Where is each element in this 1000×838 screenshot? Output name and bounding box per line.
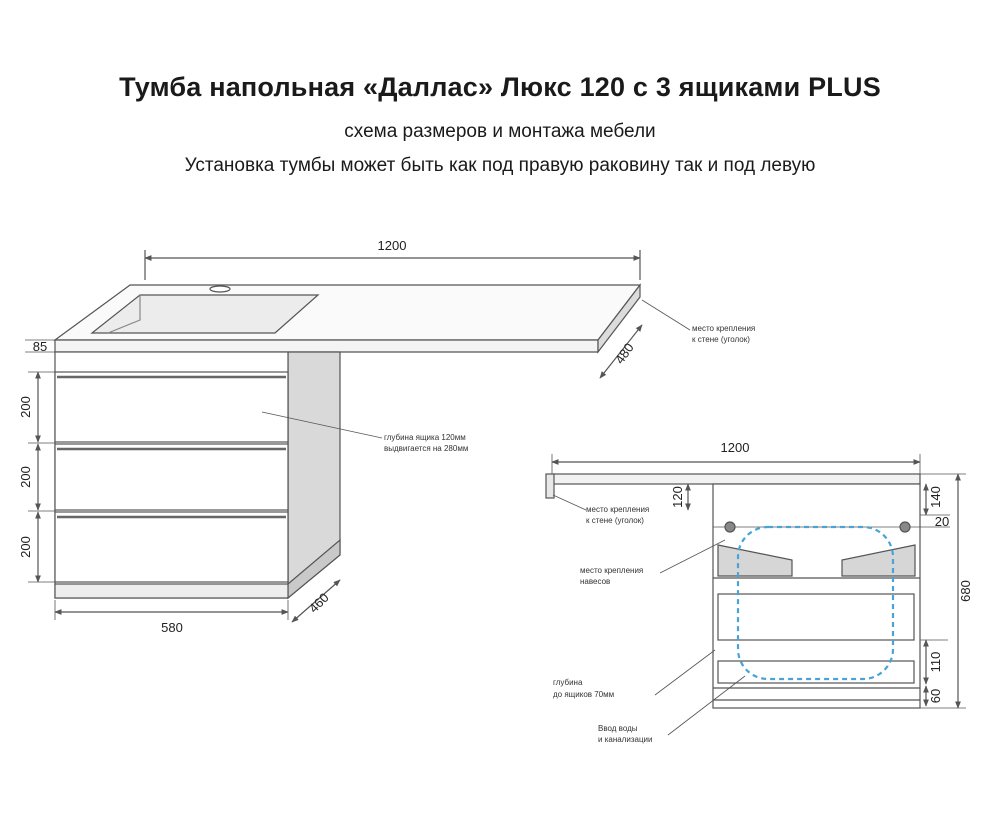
installation-note: Установка тумбы может быть как под праву… [184,155,816,176]
siphon-left [717,544,793,577]
page-subtitle: схема размеров и монтажа мебели [344,121,656,142]
note-drawer-depth-right-1: глубина [553,678,583,687]
sink-basin [90,294,320,334]
page-title: Тумба напольная «Даллас» Люкс 120 с 3 ящ… [119,72,881,102]
dim-drawer-3: 200 [18,536,33,558]
front-drawer-top [717,593,915,641]
drawer-3 [54,511,289,583]
dim-120: 120 [670,486,685,508]
sink-outline [736,525,895,681]
note-hinge-mount-1: место крепления [580,566,643,575]
note-wall-mount-left-2: к стене (уголок) [692,335,750,344]
drawer-1 [54,371,289,443]
countertop-front [54,339,599,353]
note-wall-mount-left-1: место крепления [692,324,755,333]
note-wall-mount-right-1: место крепления [586,505,649,514]
dim-width-left: 1200 [378,238,407,253]
note-hinge-mount-2: навесов [580,577,610,586]
dim-countertop-thickness: 85 [33,339,47,354]
front-countertop [551,473,921,485]
note-drawer-depth-left-1: глубина ящика 120мм [384,433,466,442]
dim-drawer-1: 200 [18,396,33,418]
plinth [54,583,289,599]
note-wall-mount-right-2: к стене (уголок) [586,516,644,525]
dim-140: 140 [928,486,943,508]
dim-60: 60 [928,689,943,703]
dim-countertop-depth: 480 [612,340,637,366]
siphon-right [841,544,916,577]
hinge-mount-right [899,521,911,533]
dim-height-680: 680 [958,580,973,602]
front-view [545,454,966,736]
faucet-hole [209,285,231,293]
drawer-2 [54,443,289,511]
front-drawer-bottom [717,660,915,684]
perspective-view [25,250,691,623]
dim-110: 110 [928,652,943,673]
note-drawer-depth-left-2: выдвигается на 280мм [384,444,468,453]
dim-cabinet-width: 580 [161,620,183,635]
note-water-inlet-2: и канализации [598,735,652,744]
dim-width-right: 1200 [721,440,750,455]
hinge-mount-left [724,521,736,533]
note-drawer-depth-right-2: до ящиков 70мм [553,690,614,699]
note-water-inlet-1: Ввод воды [598,724,638,733]
dim-drawer-2: 200 [18,466,33,488]
dim-20: 20 [935,514,949,529]
dim-cabinet-depth: 460 [306,590,332,616]
